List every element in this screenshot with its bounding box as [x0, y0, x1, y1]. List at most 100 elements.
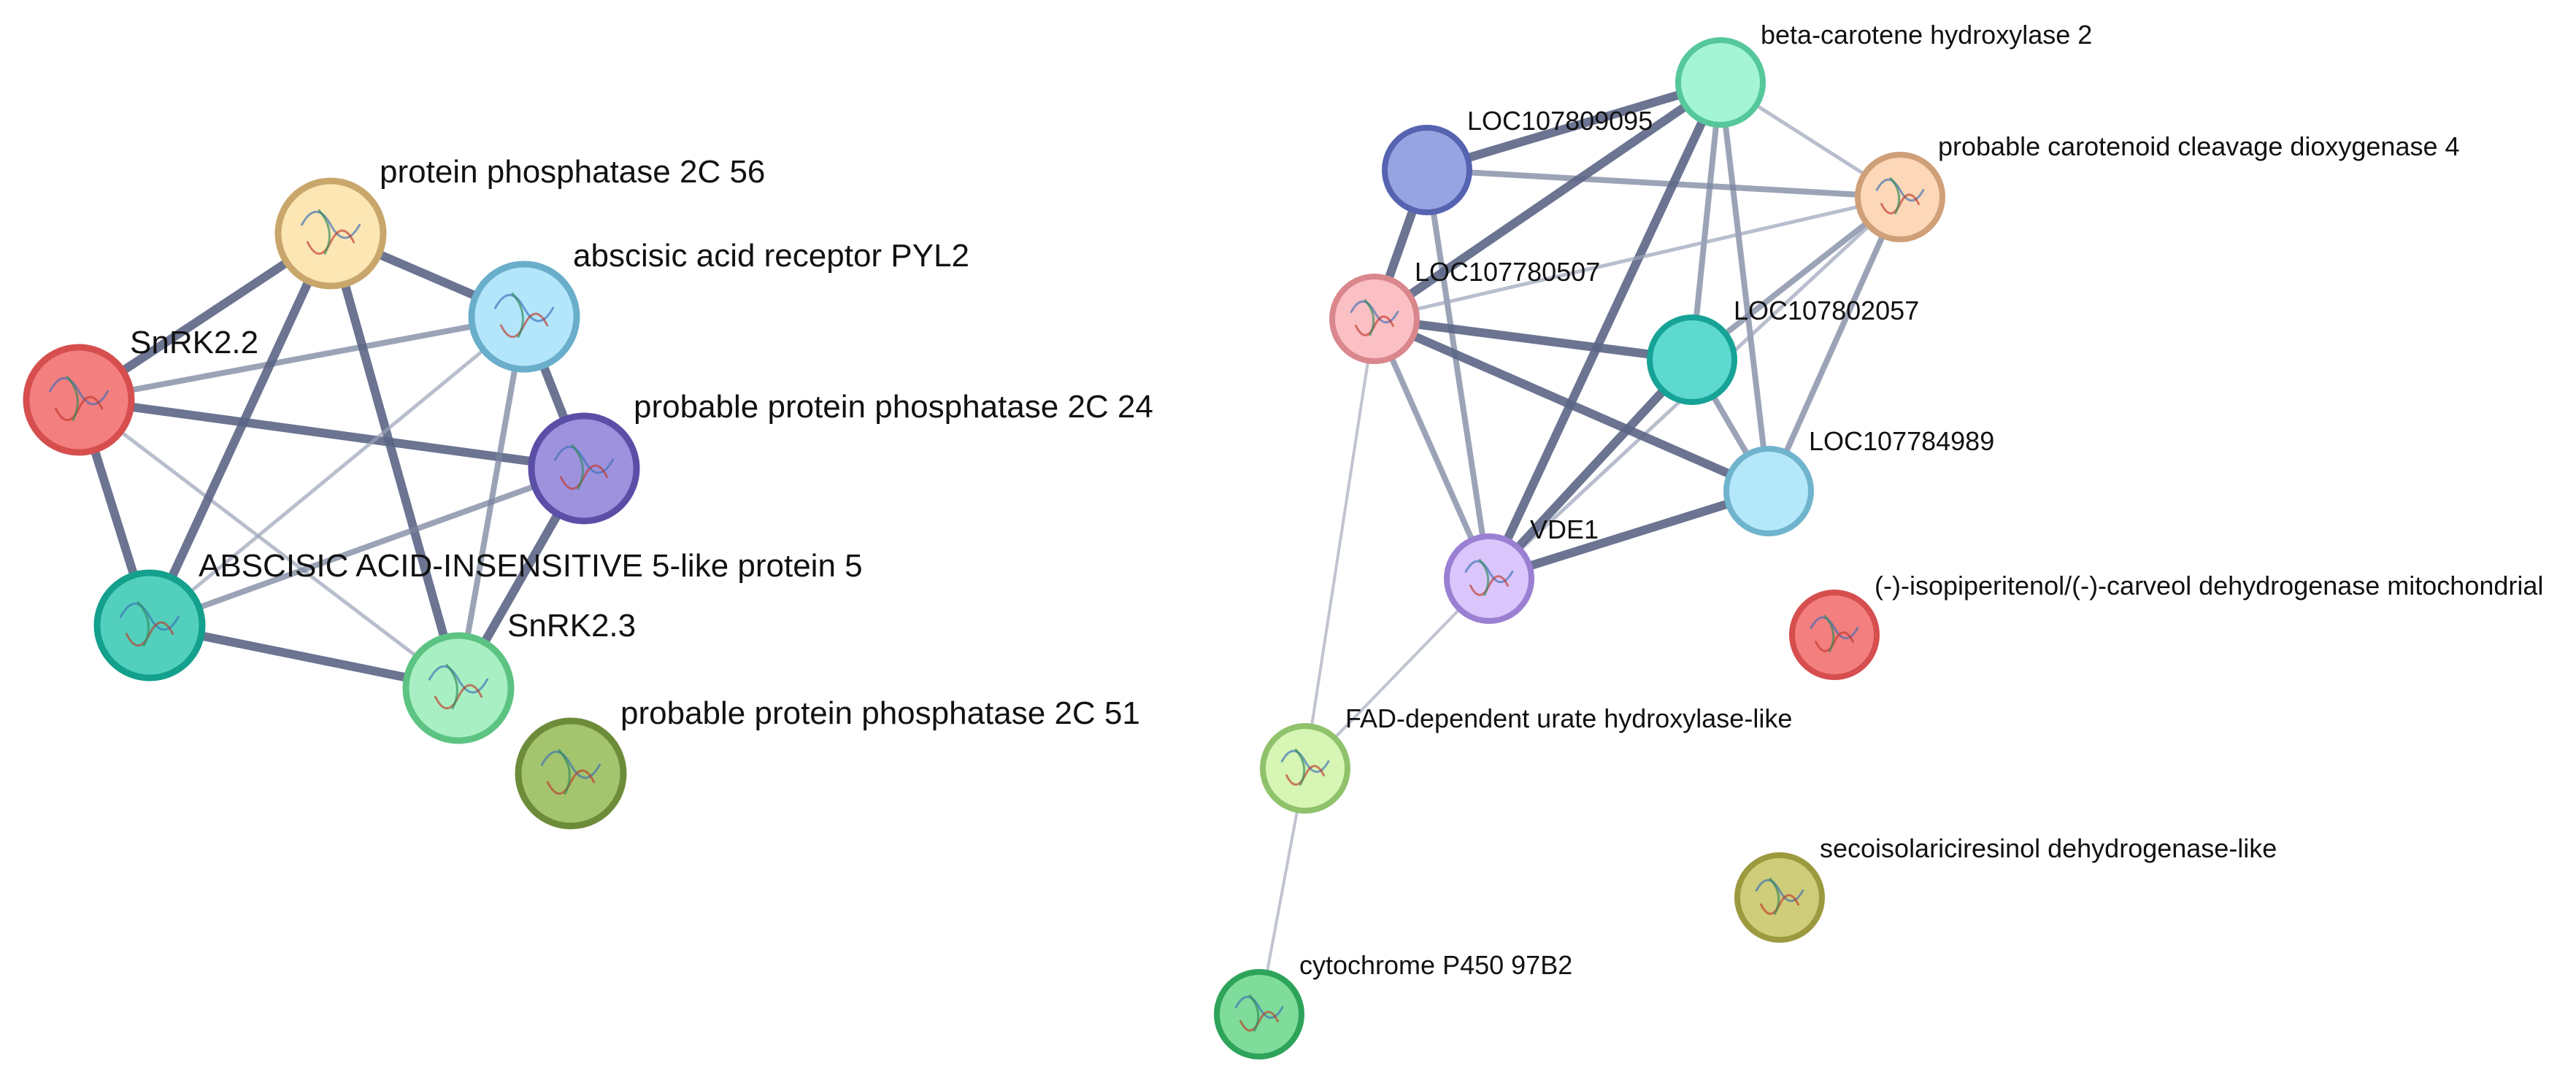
edge-bch2-loc507 — [1370, 78, 1725, 323]
node-circle — [468, 260, 580, 373]
node-circle — [1723, 446, 1814, 536]
structure-strand — [559, 464, 609, 490]
structure-strand — [1469, 575, 1510, 596]
structure-strand — [306, 229, 355, 255]
protein-structure-icon — [1755, 877, 1804, 915]
node-snrk22[interactable]: SnRK2.2 — [23, 325, 258, 456]
node-label-loc095: LOC107809095 — [1467, 106, 1653, 136]
edge-loc095-bch2 — [1423, 78, 1725, 174]
node-circle — [1382, 125, 1472, 215]
structure-strand — [66, 375, 79, 422]
protein-structure-icon — [1234, 994, 1284, 1032]
protein-structure-icon — [1280, 748, 1330, 786]
node-abi5[interactable]: ABSCISIC ACID-INSENSITIVE 5-like protein… — [93, 548, 863, 682]
structure-strand — [571, 444, 584, 490]
node-pp2c24[interactable]: probable protein phosphatase 2C 24 — [528, 389, 1153, 525]
edge-snrk22-snrk23 — [77, 398, 461, 690]
protein-structure-icon — [553, 444, 615, 490]
protein-structure-icon — [1875, 177, 1925, 215]
node-circle — [1675, 37, 1766, 128]
net-a-nodes: SnRK2.2 protein phosphatase 2C 56abscisic… — [23, 154, 1153, 830]
structure-strand — [1880, 193, 1921, 215]
structure-strand — [1285, 765, 1326, 786]
structure-strand — [1354, 315, 1395, 336]
protein-structure-icon — [540, 749, 601, 795]
node-label-vde1: VDE1 — [1530, 514, 1599, 544]
node-label-loc057: LOC107802057 — [1734, 296, 1919, 325]
node-label-abi5: ABSCISIC ACID-INSENSITIVE 5-like protein… — [199, 548, 863, 584]
structure-strand — [1814, 631, 1855, 652]
net-b-edges — [1258, 78, 1903, 1016]
edge-pp2c56-snrk23 — [326, 229, 463, 692]
structure-strand — [1769, 877, 1780, 915]
node-loc057[interactable]: LOC107802057 — [1647, 296, 1919, 405]
structure-strand — [1248, 994, 1260, 1032]
node-label-ccd4: probable carotenoid cleavage dioxygenase… — [1938, 131, 2460, 161]
edge-loc507-loc989 — [1370, 314, 1773, 495]
node-label-loc507: LOC107780507 — [1415, 257, 1600, 287]
node-vde1[interactable]: VDE1 — [1444, 514, 1599, 624]
node-layer: SnRK2.2 protein phosphatase 2C 56abscisic… — [23, 20, 2543, 1059]
structure-strand — [125, 621, 174, 647]
node-circle — [515, 717, 627, 830]
node-label-ipd: (-)-isopiperitenol/(-)-carveol dehydroge… — [1875, 571, 2543, 601]
node-pp2c56[interactable]: protein phosphatase 2C 56 — [274, 154, 765, 290]
edge-loc989-vde1 — [1485, 487, 1773, 583]
structure-strand — [445, 663, 458, 710]
node-sid[interactable]: secoisolariciresinol dehydrogenase-like — [1734, 833, 2277, 943]
node-fad[interactable]: FAD-dependent urate hydroxylase-like — [1260, 703, 1792, 814]
node-label-cyp: cytochrome P450 97B2 — [1299, 950, 1572, 980]
edge-ccd4-loc507 — [1372, 195, 1902, 321]
edge-loc095-ccd4 — [1424, 167, 1903, 200]
edge-pp2c56-abi5 — [145, 229, 335, 630]
structure-strand — [1823, 614, 1835, 652]
protein-structure-icon — [119, 601, 180, 647]
node-ipd[interactable]: (-)-isopiperitenol/(-)-carveol dehydroge… — [1789, 571, 2543, 680]
node-loc989[interactable]: LOC107784989 — [1723, 426, 1994, 536]
protein-structure-icon — [1350, 298, 1399, 336]
structure-strand — [1478, 558, 1490, 596]
node-label-sid: secoisolariciresinol dehydrogenase-like — [1820, 833, 2277, 863]
node-label-pp2c24: probable protein phosphatase 2C 24 — [634, 389, 1153, 425]
structure-strand — [499, 312, 549, 339]
node-circle — [274, 177, 387, 290]
node-loc507[interactable]: LOC107780507 — [1329, 257, 1600, 364]
structure-strand — [1364, 298, 1375, 336]
node-snrk23[interactable]: SnRK2.3 — [402, 608, 636, 744]
edge-loc095-vde1 — [1424, 167, 1492, 582]
edge-loc057-vde1 — [1485, 355, 1696, 583]
edge-bch2-vde1 — [1485, 78, 1725, 583]
structure-strand — [546, 769, 596, 795]
node-circle — [93, 569, 206, 682]
structure-strand — [1759, 894, 1800, 915]
node-bch2[interactable]: beta-carotene hydroxylase 2 — [1675, 20, 2092, 128]
node-ccd4[interactable]: probable carotenoid cleavage dioxygenase… — [1855, 131, 2460, 242]
node-cyp[interactable]: cytochrome P450 97B2 — [1214, 950, 1572, 1059]
protein-structure-icon — [1464, 558, 1514, 596]
edge-loc507-vde1 — [1372, 316, 1492, 582]
edge-pp2c24-abi5 — [147, 466, 587, 628]
edge-snrk22-pyl2 — [76, 314, 527, 403]
structure-strand — [1889, 177, 1901, 215]
node-label-snrk22: SnRK2.2 — [130, 325, 258, 360]
protein-structure-icon — [48, 375, 109, 422]
edge-loc507-loc057 — [1370, 314, 1696, 364]
node-label-bch2: beta-carotene hydroxylase 2 — [1761, 20, 2092, 50]
edge-bch2-loc057 — [1689, 80, 1723, 363]
structure-strand — [434, 684, 483, 710]
structure-strand — [1294, 748, 1306, 786]
structure-strand — [511, 292, 524, 339]
node-circle — [23, 344, 135, 456]
node-pp2c51[interactable]: probable protein phosphatase 2C 51 — [515, 695, 1140, 830]
edge-ccd4-loc989 — [1766, 194, 1903, 494]
node-circle — [402, 632, 515, 744]
node-pyl2[interactable]: abscisic acid receptor PYL2 — [468, 238, 969, 373]
node-label-fad: FAD-dependent urate hydroxylase-like — [1345, 703, 1792, 733]
structure-strand — [318, 209, 331, 255]
node-loc095[interactable]: LOC107809095 — [1382, 106, 1653, 215]
node-circle — [1647, 314, 1737, 405]
protein-structure-icon — [300, 209, 361, 255]
edge-pyl2-abi5 — [147, 314, 526, 628]
structure-strand — [1239, 1011, 1280, 1032]
